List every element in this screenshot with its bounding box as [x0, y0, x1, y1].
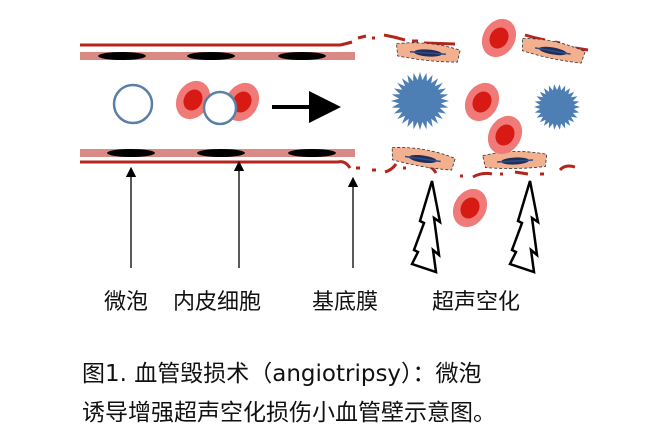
collapsing-bubble-large [391, 72, 449, 130]
ultrasound-bolt-icon [508, 180, 540, 274]
caption-line-1: 图1. 血管毁损术（angiotripsy）：微泡 [82, 361, 482, 387]
label-basement-membrane: 基底膜 [312, 290, 379, 315]
red-blood-cell [446, 182, 494, 234]
label-cavitation: 超声空化 [432, 290, 521, 315]
microbubble [112, 83, 154, 125]
caption-line-2: 诱导增强超声空化损伤小血管壁示意图。 [82, 400, 496, 426]
collapsing-bubble-small [534, 84, 580, 130]
label-endothelial-cell: 内皮细胞 [173, 290, 262, 315]
intact-vessel-wall-top [80, 40, 355, 60]
intact-vessel-wall-bottom [80, 149, 355, 169]
label-microbubble: 微泡 [104, 290, 149, 315]
red-blood-cell [475, 12, 523, 64]
damaged-vessel-wall-top [357, 33, 589, 52]
microbubble [202, 90, 238, 126]
ultrasound-bolt-icon [410, 180, 442, 274]
